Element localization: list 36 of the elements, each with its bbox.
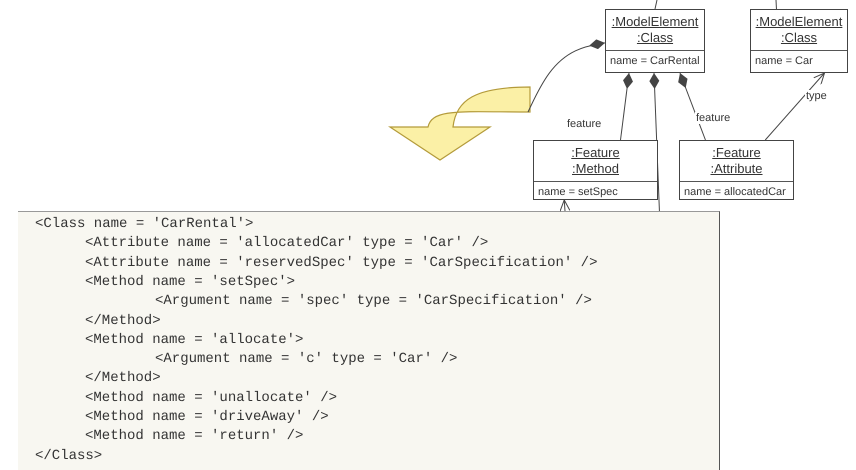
code-line: <Method name = 'driveAway' /> (85, 409, 329, 425)
connector (654, 0, 658, 10)
object-box (533, 140, 658, 200)
attribute-value: name = setSpec (534, 181, 657, 202)
code-line: <Attribute name = 'reservedSpec' type = 'CarSpecification' /> (85, 254, 598, 271)
attribute-value: name = CarRental (606, 50, 704, 71)
connector (528, 39, 606, 112)
object-box (750, 9, 848, 73)
edge-label: feature (566, 118, 602, 130)
code-line: <Method name = 'setSpec'> (85, 274, 296, 290)
code-line: <Method name = 'return' /> (85, 428, 304, 444)
connector (560, 200, 570, 212)
edge-label: type (805, 90, 828, 102)
code-line: <Class name = 'CarRental'> (35, 216, 254, 232)
edge-label: feature (695, 112, 732, 124)
connector (764, 72, 825, 140)
code-line: </Class> (35, 448, 102, 464)
connector (620, 72, 633, 140)
connector (776, 0, 777, 10)
code-line: </Method> (85, 370, 161, 386)
code-line: <Method name = 'unallocate' /> (85, 390, 338, 406)
attribute-value: name = Car (751, 50, 847, 71)
object-name: :Feature :Attribute (710, 144, 763, 178)
object-name: :ModelElement :Class (756, 13, 842, 47)
code-line: </Method> (85, 312, 161, 328)
object-box (605, 9, 705, 73)
code-line: <Argument name = 'spec' type = 'CarSpecification' /> (155, 293, 592, 310)
code-line: <Method name = 'allocate'> (85, 332, 304, 348)
connector (678, 72, 706, 140)
code-line: <Argument name = 'c' type = 'Car' /> (155, 351, 458, 368)
object-box (679, 140, 794, 200)
object-name: :Feature :Method (571, 144, 620, 178)
code-panel (18, 211, 720, 470)
attribute-value: name = allocatedCar (680, 181, 793, 202)
object-name: :ModelElement :Class (612, 13, 698, 47)
code-line: <Attribute name = 'allocatedCar' type = 'Car' /> (85, 235, 488, 252)
